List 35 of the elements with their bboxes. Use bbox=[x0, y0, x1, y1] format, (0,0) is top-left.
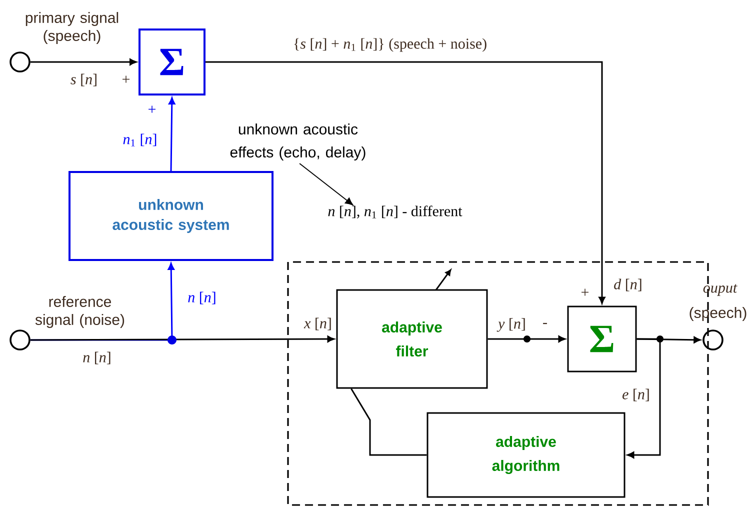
sign-label: + bbox=[582, 288, 588, 296]
annotation-text: unknown acoustic effects (echo, delay) bbox=[230, 124, 366, 160]
system-box: unknown acoustic system bbox=[68, 171, 274, 261]
signal-label: n [n] bbox=[188, 292, 216, 304]
signal-label: n$_{1}$ [n] bbox=[123, 134, 156, 146]
algorithm-box: adaptive algorithm bbox=[426, 412, 626, 498]
signal-arrow bbox=[206, 61, 606, 304]
summing-junction: Σ bbox=[567, 306, 637, 372]
annotation-text: n [n], n$_{1}$ [n] - different bbox=[328, 206, 462, 218]
signal-arrow bbox=[636, 336, 701, 344]
filter-box: adaptive filter bbox=[336, 289, 488, 389]
signal-caption: reference signal (noise) bbox=[35, 296, 124, 328]
signal-caption: (speech) bbox=[690, 307, 746, 321]
terminal-circle bbox=[10, 52, 30, 72]
summing-junction: Σ bbox=[138, 28, 206, 96]
signal-label: {s [n] + n$_{1}$ [n]} (speech + noise) bbox=[294, 38, 486, 52]
connector-line bbox=[350, 388, 427, 456]
signal-label: e [n] bbox=[622, 388, 649, 402]
sign-label: - bbox=[543, 322, 547, 324]
signal-label: x [n] bbox=[304, 318, 331, 330]
sign-label: + bbox=[122, 76, 130, 83]
signal-arrow bbox=[30, 58, 137, 66]
terminal-circle bbox=[10, 330, 30, 350]
signal-arrow bbox=[488, 336, 566, 342]
signal-caption: ouput bbox=[703, 284, 738, 296]
signal-arrow bbox=[168, 97, 176, 172]
sign-label: n [n] bbox=[83, 352, 110, 364]
leader-arrow bbox=[299, 162, 354, 206]
signal-arrow bbox=[30, 336, 334, 342]
signal-caption: primary signal (speech) bbox=[26, 12, 118, 44]
signal-arrow bbox=[627, 338, 661, 458]
terminal-circle bbox=[702, 330, 724, 350]
signal-label: s [n] bbox=[70, 74, 96, 86]
signal-label: y [n] bbox=[496, 318, 525, 332]
sign-label: d [n] bbox=[614, 278, 642, 292]
